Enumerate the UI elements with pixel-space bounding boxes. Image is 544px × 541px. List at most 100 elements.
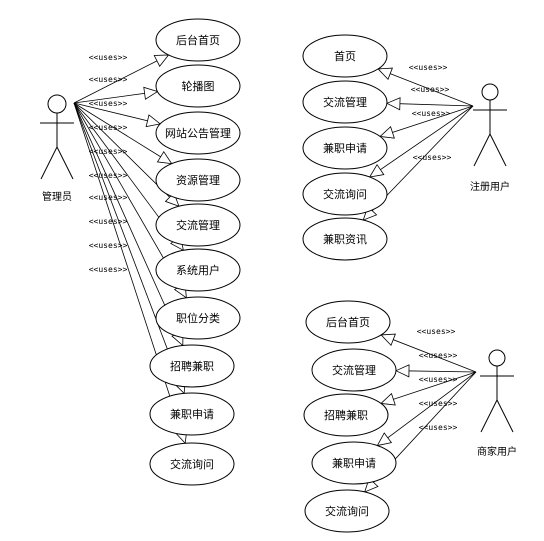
registered-use-case-label-1: 交流管理 <box>323 95 367 109</box>
admin-use-case-label-5: 系统用户 <box>176 263 220 277</box>
admin-uses-stereotype-0: <<uses>> <box>89 53 128 62</box>
admin-association-3 <box>73 102 172 164</box>
registered-use-case-ellipse-2 <box>302 126 388 170</box>
registered-use-case-4: 兼职资讯 <box>302 217 388 261</box>
merchant-use-case-0: 后台首页 <box>305 300 391 344</box>
actor-merchant-left-leg <box>480 399 498 433</box>
merchant-arrowhead-0 <box>380 333 396 346</box>
merchant-use-case-label-3: 兼职申请 <box>332 457 376 470</box>
registered-use-case-2: 兼职申请 <box>302 126 388 170</box>
admin-association-9 <box>73 102 186 444</box>
merchant-association-2 <box>380 371 477 404</box>
admin-use-case-label-0: 后台首页 <box>176 33 220 47</box>
actor-admin: 管理员 <box>40 94 74 203</box>
admin-use-case-1: 轮播图 <box>155 64 241 108</box>
registered-use-case-3: 交流询问 <box>302 172 388 216</box>
registered-use-case-label-3: 交流询问 <box>323 187 367 201</box>
merchant-use-case-3: 兼职申请 <box>311 441 397 485</box>
registered-association-2 <box>379 105 474 137</box>
registered-uses-stereotype-1: <<uses>> <box>411 85 450 94</box>
admin-use-case-ellipse-9 <box>149 442 235 486</box>
merchant-use-case-4: 交流询问 <box>304 489 390 533</box>
registered-association-0 <box>377 68 474 107</box>
admin-use-case-label-1: 轮播图 <box>182 79 215 93</box>
merchant-use-case-label-2: 招聘兼职 <box>324 408 368 422</box>
registered-arrowhead-4 <box>362 205 378 221</box>
merchant-arrowhead-2 <box>380 392 396 406</box>
actor-admin-name: 管理员 <box>42 190 72 203</box>
actor-admin-head <box>47 94 67 114</box>
registered-use-case-1: 交流管理 <box>302 80 388 124</box>
actor-admin-left-leg <box>40 146 58 180</box>
registered-association-3 <box>369 105 474 178</box>
merchant-arrowhead-3 <box>376 432 393 447</box>
merchant-use-case-label-0: 后台首页 <box>326 315 370 329</box>
actor-registered-name: 注册用户 <box>470 180 510 193</box>
registered-use-case-ellipse-3 <box>302 172 388 216</box>
registered-arrowhead-2 <box>379 126 395 139</box>
admin-use-case-label-9: 交流询问 <box>170 457 214 471</box>
actor-registered: 注册用户 <box>470 83 510 193</box>
registered-uses-stereotype-3: <<uses>> <box>413 153 452 162</box>
admin-use-case-ellipse-5 <box>155 248 241 292</box>
admin-uses-stereotype-6: <<uses>> <box>89 193 128 202</box>
registered-use-case-ellipse-0 <box>302 34 388 78</box>
admin-association-2 <box>73 102 161 125</box>
admin-use-case-8: 兼职申请 <box>149 392 235 436</box>
admin-arrowhead-3 <box>156 150 173 165</box>
admin-use-case-ellipse-2 <box>155 111 241 155</box>
registered-arrowhead-1 <box>385 97 401 111</box>
admin-use-case-ellipse-1 <box>155 64 241 108</box>
actor-merchant: 商家用户 <box>477 349 517 458</box>
admin-uses-stereotype-1: <<uses>> <box>89 75 128 84</box>
registered-use-case-label-0: 首页 <box>334 49 356 63</box>
registered-use-case-ellipse-4 <box>302 217 388 261</box>
use-cases: 后台首页轮播图网站公告管理资源管理交流管理系统用户职位分类招聘兼职兼职申请交流询… <box>149 18 397 533</box>
admin-use-case-5: 系统用户 <box>155 248 241 292</box>
admin-arrowhead-1 <box>143 86 159 100</box>
merchant-use-case-label-4: 交流询问 <box>325 504 369 518</box>
associations: <<uses>> <<uses>> <<uses>> <<uses>> <<uses>>… <box>73 53 477 493</box>
admin-use-case-label-4: 交流管理 <box>176 218 220 232</box>
merchant-association-0 <box>380 334 477 373</box>
admin-use-case-label-3: 资源管理 <box>176 173 220 187</box>
admin-use-case-2: 网站公告管理 <box>155 111 241 155</box>
registered-arrowhead-3 <box>368 163 385 178</box>
admin-use-case-6: 职位分类 <box>155 296 241 340</box>
merchant-uses-stereotype-4: <<uses>> <box>419 423 458 432</box>
admin-use-case-9: 交流询问 <box>149 442 235 486</box>
actor-registered-head <box>481 83 499 101</box>
admin-use-case-ellipse-7 <box>149 344 235 388</box>
admin-association-8 <box>73 102 185 394</box>
admin-use-case-7: 招聘兼职 <box>149 344 235 388</box>
admin-use-case-ellipse-6 <box>155 296 241 340</box>
registered-uses-stereotype-0: <<uses>> <box>409 63 448 72</box>
registered-use-case-0: 首页 <box>302 34 388 78</box>
actor-admin-right-leg <box>56 146 74 180</box>
registered-association-1 <box>386 102 474 107</box>
admin-uses-stereotype-3: <<uses>> <box>89 123 128 132</box>
merchant-arrowhead-1 <box>395 364 410 378</box>
admin-association-1 <box>73 91 158 104</box>
admin-association-0 <box>73 54 169 104</box>
admin-use-case-ellipse-4 <box>155 203 241 247</box>
admin-use-case-label-7: 招聘兼职 <box>170 359 214 373</box>
admin-use-case-0: 后台首页 <box>155 18 241 62</box>
admin-arrowhead-4 <box>164 192 180 207</box>
admin-arrowhead-0 <box>153 54 170 67</box>
admin-uses-stereotype-5: <<uses>> <box>89 171 128 180</box>
admin-uses-stereotype-2: <<uses>> <box>89 99 128 108</box>
admin-uses-stereotype-8: <<uses>> <box>89 241 128 250</box>
merchant-use-case-label-1: 交流管理 <box>332 363 376 377</box>
merchant-use-case-1: 交流管理 <box>311 348 397 392</box>
actor-merchant-name: 商家用户 <box>477 445 517 458</box>
merchant-uses-stereotype-1: <<uses>> <box>419 351 458 360</box>
merchant-arrowhead-4 <box>364 477 379 493</box>
merchant-uses-stereotype-2: <<uses>> <box>419 375 458 384</box>
actor-merchant-head <box>488 349 506 367</box>
merchant-use-case-ellipse-2 <box>303 393 389 437</box>
merchant-use-case-ellipse-0 <box>305 300 391 344</box>
merchant-uses-stereotype-3: <<uses>> <box>419 399 458 408</box>
